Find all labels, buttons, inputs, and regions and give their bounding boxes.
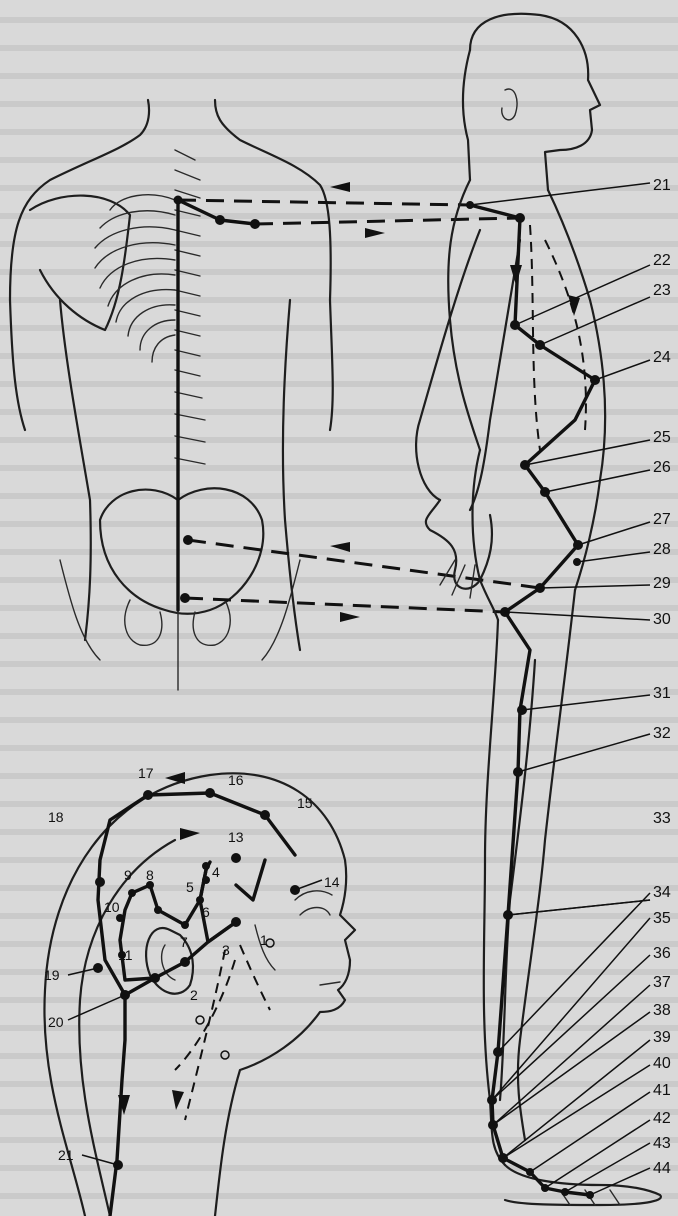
label-10: 10: [104, 899, 120, 915]
label-44: 44: [653, 1160, 671, 1177]
label-2: 2: [190, 987, 198, 1003]
label-4: 4: [212, 864, 220, 880]
label-3: 3: [222, 942, 230, 958]
label-20: 20: [48, 1014, 64, 1030]
label-42: 42: [653, 1110, 671, 1127]
label-32: 32: [653, 725, 671, 742]
label-30: 30: [653, 611, 671, 628]
label-24: 24: [653, 349, 671, 366]
label-11: 11: [118, 947, 133, 963]
label-head-21: 21: [58, 1147, 74, 1163]
label-1: 1: [260, 932, 268, 948]
label-31: 31: [653, 685, 671, 702]
label-7: 7: [180, 934, 188, 950]
label-33: 33: [653, 810, 671, 827]
label-5: 5: [186, 879, 194, 895]
label-37: 37: [653, 974, 671, 991]
label-29: 29: [653, 575, 671, 592]
label-36: 36: [653, 945, 671, 962]
background-text-lines: [0, 20, 678, 1196]
label-18: 18: [48, 809, 64, 825]
label-38: 38: [653, 1002, 671, 1019]
label-6: 6: [202, 904, 210, 920]
head-leader-lines: [68, 880, 322, 1165]
label-9: 9: [124, 867, 132, 883]
label-22: 22: [653, 252, 671, 269]
label-25: 25: [653, 429, 671, 446]
label-26: 26: [653, 459, 671, 476]
label-27: 27: [653, 511, 671, 528]
label-43: 43: [653, 1135, 671, 1152]
label-13: 13: [228, 829, 244, 845]
label-41: 41: [653, 1082, 671, 1099]
label-34: 34: [653, 884, 671, 901]
label-8: 8: [146, 867, 154, 883]
label-19: 19: [44, 967, 60, 983]
label-28: 28: [653, 541, 671, 558]
head-profile-figure: [44, 773, 355, 1216]
label-39: 39: [653, 1029, 671, 1046]
label-21: 21: [653, 177, 671, 194]
label-23: 23: [653, 282, 671, 299]
label-16: 16: [228, 772, 244, 788]
label-40: 40: [653, 1055, 671, 1072]
label-14: 14: [324, 874, 340, 890]
label-15: 15: [297, 795, 313, 811]
ribs: [95, 195, 175, 362]
connector-lines: [178, 182, 540, 622]
label-35: 35: [653, 910, 671, 927]
label-17: 17: [138, 765, 154, 781]
